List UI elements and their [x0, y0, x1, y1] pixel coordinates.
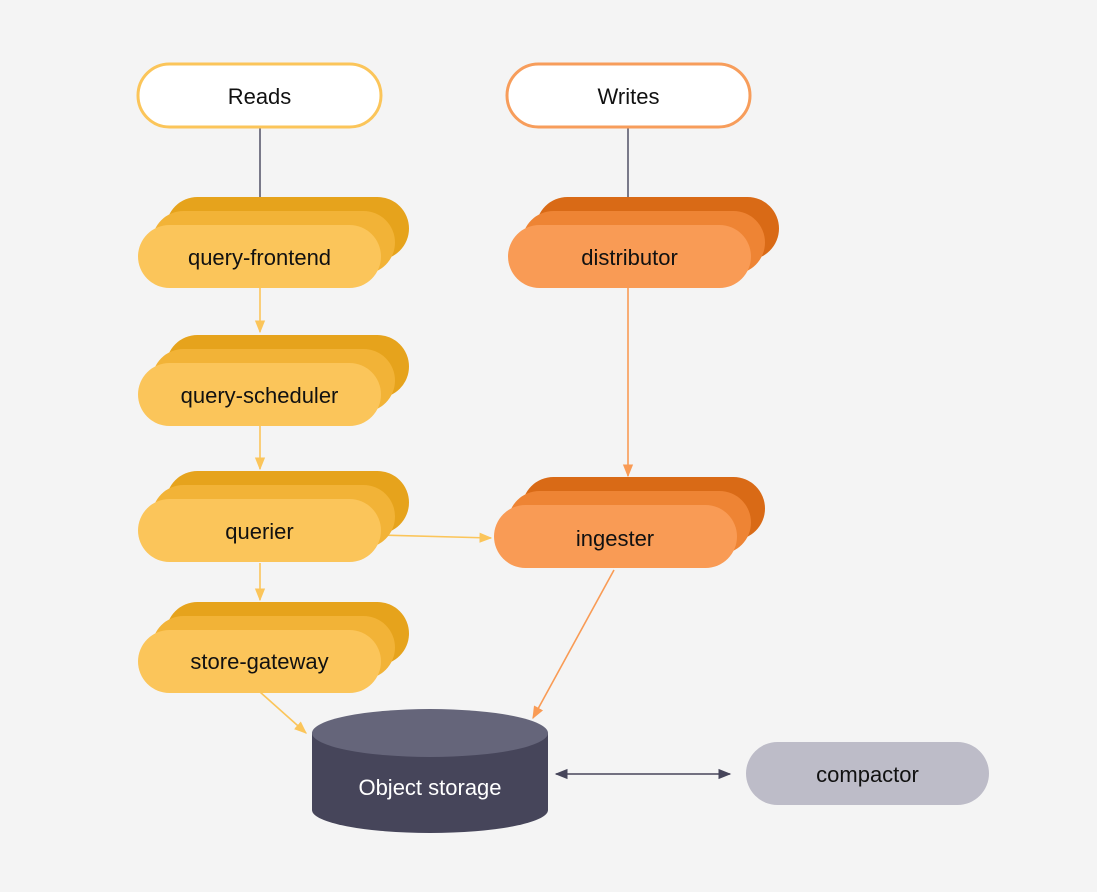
writes-label: Writes: [598, 84, 660, 109]
object-storage-top: [312, 709, 548, 757]
object-storage-label: Object storage: [358, 775, 501, 800]
query-scheduler-node[interactable]: query-scheduler: [138, 335, 409, 426]
querier-label: querier: [225, 519, 293, 544]
querier-node[interactable]: querier: [138, 471, 409, 562]
query-scheduler-label: query-scheduler: [181, 383, 339, 408]
edge-querier-to-ingester: [379, 532, 493, 543]
object-storage-body: [312, 733, 548, 833]
reads-label: Reads: [228, 84, 292, 109]
store-gateway-node[interactable]: store-gateway: [138, 602, 409, 693]
edge-store-gateway-to-object-storage: [259, 691, 307, 734]
edge-ingester-to-object-storage: [532, 569, 615, 720]
object-storage-node[interactable]: Object storage: [312, 709, 548, 833]
ingester-node[interactable]: ingester: [494, 477, 765, 568]
query-frontend-label: query-frontend: [188, 245, 331, 270]
edges: [254, 128, 732, 780]
store-gateway-label: store-gateway: [190, 649, 328, 674]
distributor-node[interactable]: distributor: [508, 197, 779, 288]
ingester-label: ingester: [576, 526, 654, 551]
query-frontend-node[interactable]: query-frontend: [138, 197, 409, 288]
compactor-node[interactable]: compactor: [746, 742, 989, 805]
distributor-label: distributor: [581, 245, 678, 270]
reads-node[interactable]: Reads: [136, 62, 383, 129]
compactor-label: compactor: [816, 762, 919, 787]
writes-node[interactable]: Writes: [505, 62, 752, 129]
